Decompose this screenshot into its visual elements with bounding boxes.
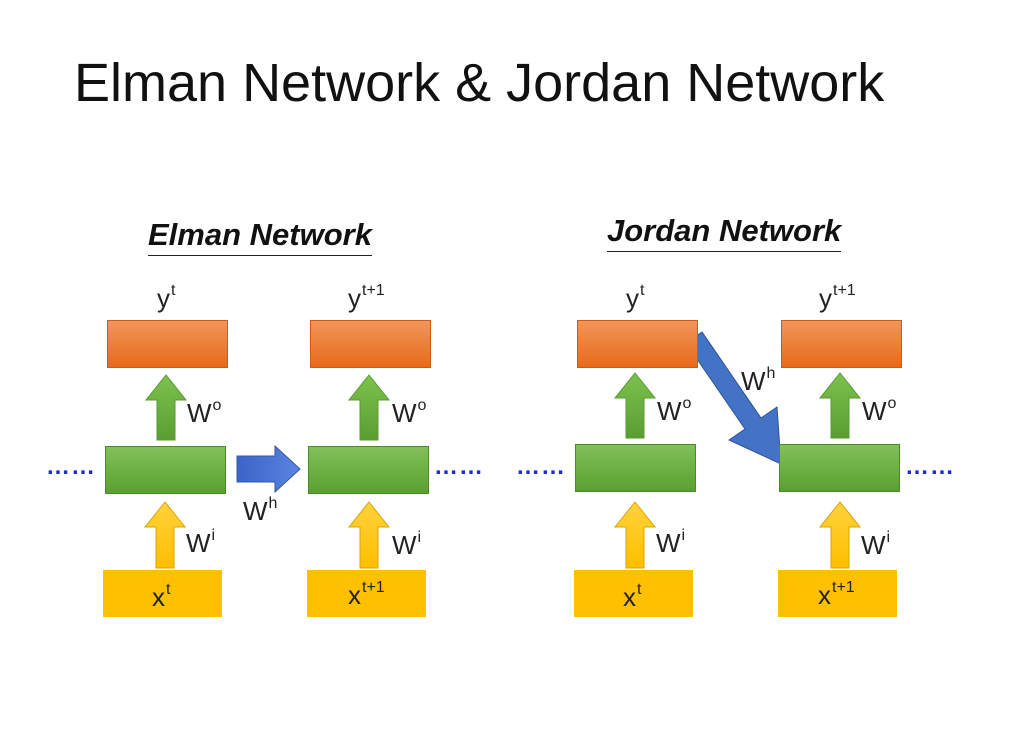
elman-wo-label-2: Wo [392, 397, 427, 428]
jordan-wi-label-2: Wi [861, 529, 891, 560]
elman-wi-label-2: Wi [392, 529, 422, 560]
jordan-output-node-t [577, 320, 698, 368]
jordan-dots-right: …… [905, 453, 955, 480]
jordan-hidden-node-t1 [779, 444, 900, 492]
elman-wi-arrow-1 [143, 501, 187, 569]
elman-wh-label: Wh [243, 495, 278, 526]
elman-wi-label-1: Wi [186, 527, 216, 558]
page-title: Elman Network & Jordan Network [74, 53, 885, 113]
jordan-wo-arrow-2 [818, 372, 862, 439]
elman-input-node-t [103, 570, 222, 617]
jordan-output-node-t1 [781, 320, 902, 368]
elman-dots-left: …… [46, 453, 96, 480]
jordan-wh-arrow [685, 331, 782, 465]
elman-x-t1-label: xt+1 [348, 579, 385, 610]
jordan-hidden-node-t [575, 444, 696, 492]
elman-output-node-t1 [310, 320, 431, 368]
elman-y-t1-label: yt+1 [348, 282, 385, 313]
jordan-wh-label: Wh [741, 365, 776, 396]
jordan-input-node-t1 [778, 570, 897, 617]
elman-input-node-t1 [307, 570, 426, 617]
elman-heading: Elman Network [148, 217, 372, 256]
jordan-wo-label-1: Wo [657, 395, 692, 426]
jordan-y-t-label: yt [626, 282, 645, 313]
jordan-wo-label-2: Wo [862, 395, 897, 426]
elman-hidden-node-t1 [308, 446, 429, 494]
jordan-wo-arrow-1 [613, 372, 657, 439]
elman-output-node-t [107, 320, 228, 368]
jordan-input-node-t [574, 570, 693, 617]
jordan-x-t1-label: xt+1 [818, 579, 855, 610]
jordan-wi-arrow-2 [818, 501, 862, 569]
jordan-heading: Jordan Network [607, 213, 842, 252]
elman-wh-arrow [236, 444, 301, 494]
elman-wo-label-1: Wo [187, 397, 222, 428]
elman-wi-arrow-2 [347, 501, 391, 569]
elman-y-t-label: yt [157, 282, 176, 313]
elman-wo-arrow-1 [144, 374, 188, 441]
jordan-wi-arrow-1 [613, 501, 657, 569]
jordan-y-t1-label: yt+1 [819, 282, 856, 313]
elman-hidden-node-t [105, 446, 226, 494]
elman-wo-arrow-2 [347, 374, 391, 441]
elman-dots-right: …… [434, 453, 484, 480]
jordan-x-t-label: xt [623, 581, 642, 612]
jordan-wi-label-1: Wi [656, 527, 686, 558]
elman-x-t-label: xt [152, 581, 171, 612]
jordan-dots-left: …… [516, 453, 566, 480]
